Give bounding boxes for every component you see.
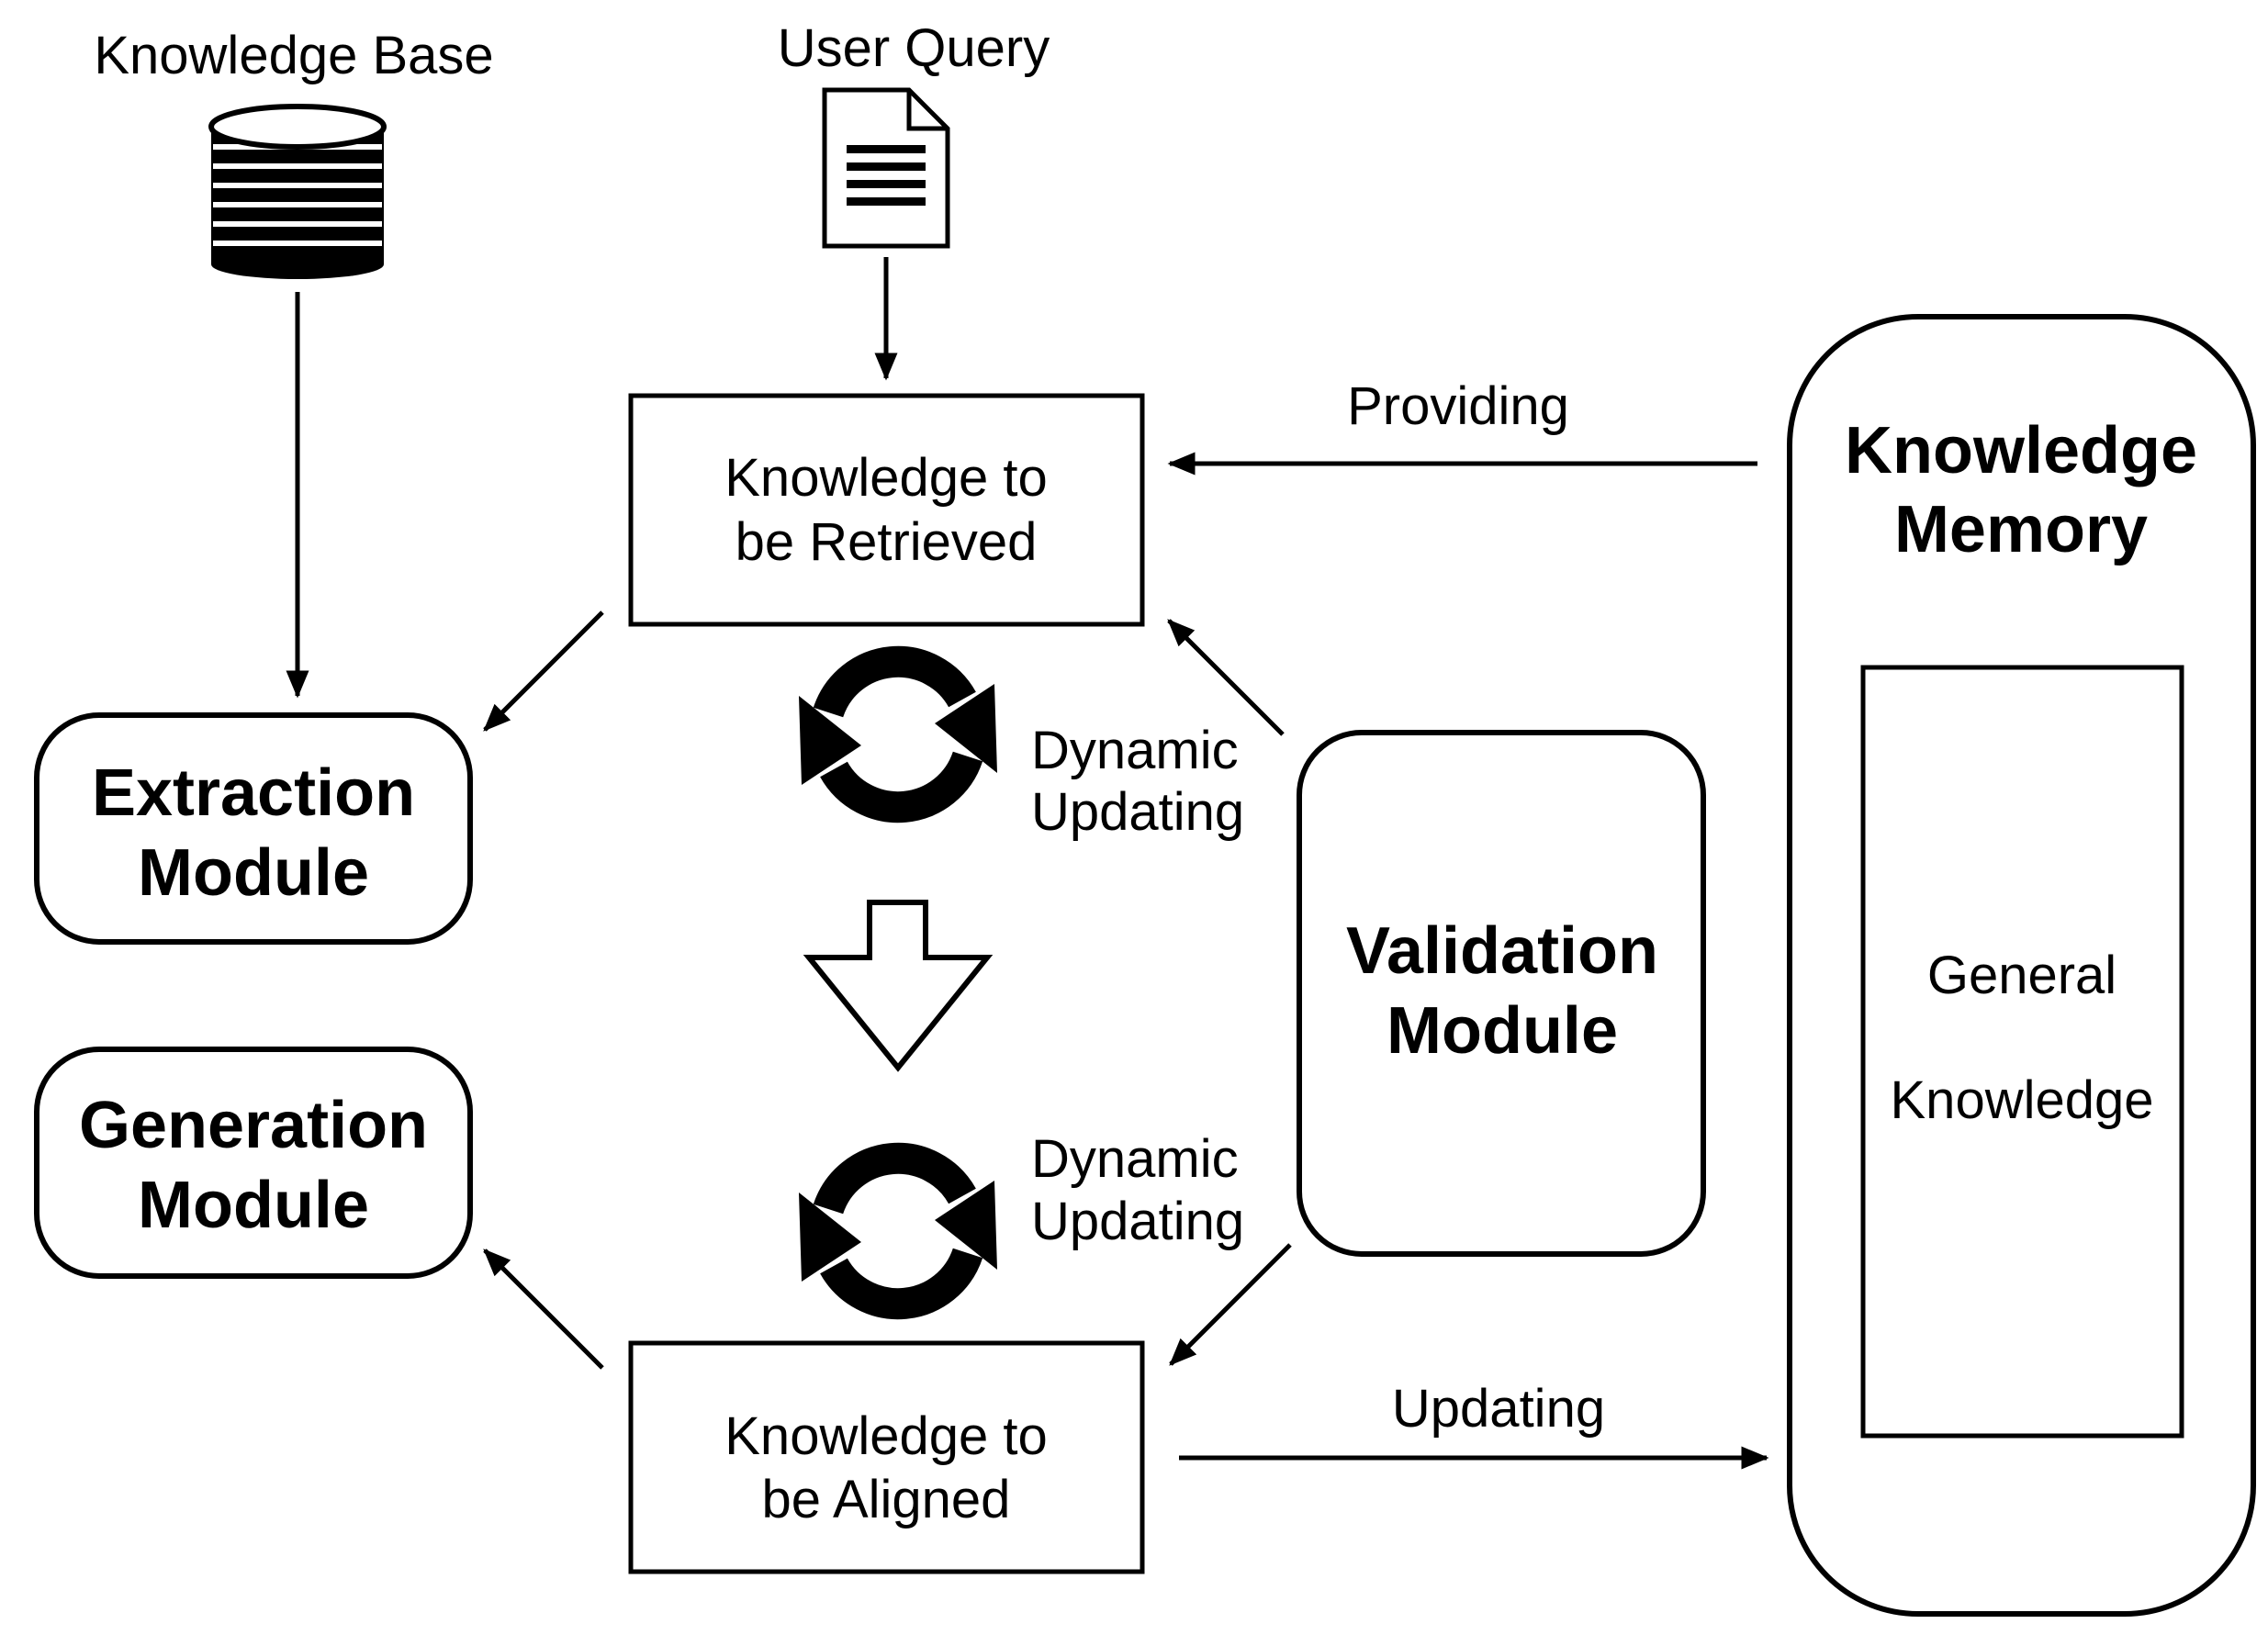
validation-module-box: Validation Module xyxy=(1297,730,1706,1257)
aligned-line-1: Knowledge to xyxy=(724,1406,1047,1466)
refresh-icon xyxy=(799,1142,997,1320)
general-line-1: General xyxy=(1927,946,2116,1005)
aligned-to-generation-arrow xyxy=(483,1249,604,1370)
knowledge-to-be-aligned-box: Knowledge to be Aligned xyxy=(628,1340,1145,1574)
retrieved-line-2: be Retrieved xyxy=(735,512,1038,572)
extraction-module-box: Extraction Module xyxy=(34,712,473,945)
knowledge-to-be-retrieved-box: Knowledge to be Retrieved xyxy=(628,393,1145,627)
extraction-line-1: Extraction xyxy=(92,756,415,830)
extraction-line-2: Module xyxy=(138,836,369,910)
dynamic-updating-top-line-1: Dynamic xyxy=(1031,721,1239,780)
validation-to-retrieved-arrow xyxy=(1167,619,1285,736)
dynamic-updating-top-line-2: Updating xyxy=(1031,782,1244,842)
dynamic-updating-bottom-line-2: Updating xyxy=(1031,1192,1244,1251)
memory-line-1: Knowledge xyxy=(1845,414,2197,487)
memory-line-2: Memory xyxy=(1894,493,2148,566)
refresh-icon xyxy=(799,645,997,823)
user-query-label: User Query xyxy=(778,18,1050,78)
aligned-line-2: be Aligned xyxy=(762,1470,1011,1529)
general-line-2: Knowledge xyxy=(1891,1070,2154,1130)
updating-label: Updating xyxy=(1392,1379,1605,1439)
providing-label: Providing xyxy=(1347,376,1569,436)
retrieved-line-1: Knowledge to xyxy=(724,448,1047,508)
validation-line-2: Module xyxy=(1387,994,1618,1068)
validation-to-aligned-arrow xyxy=(1169,1243,1292,1366)
hollow-down-arrow-icon xyxy=(803,900,994,1072)
database-icon xyxy=(208,104,387,279)
retrieved-to-extraction-arrow xyxy=(483,610,604,732)
dynamic-updating-bottom-line-1: Dynamic xyxy=(1031,1129,1239,1189)
knowledge-base-label: Knowledge Base xyxy=(94,26,493,85)
document-icon xyxy=(822,87,950,249)
generation-line-1: Generation xyxy=(79,1089,428,1162)
general-knowledge-box: General Knowledge xyxy=(1860,665,2184,1439)
validation-line-1: Validation xyxy=(1346,914,1658,988)
generation-module-box: Generation Module xyxy=(34,1047,473,1279)
generation-line-2: Module xyxy=(138,1169,369,1242)
